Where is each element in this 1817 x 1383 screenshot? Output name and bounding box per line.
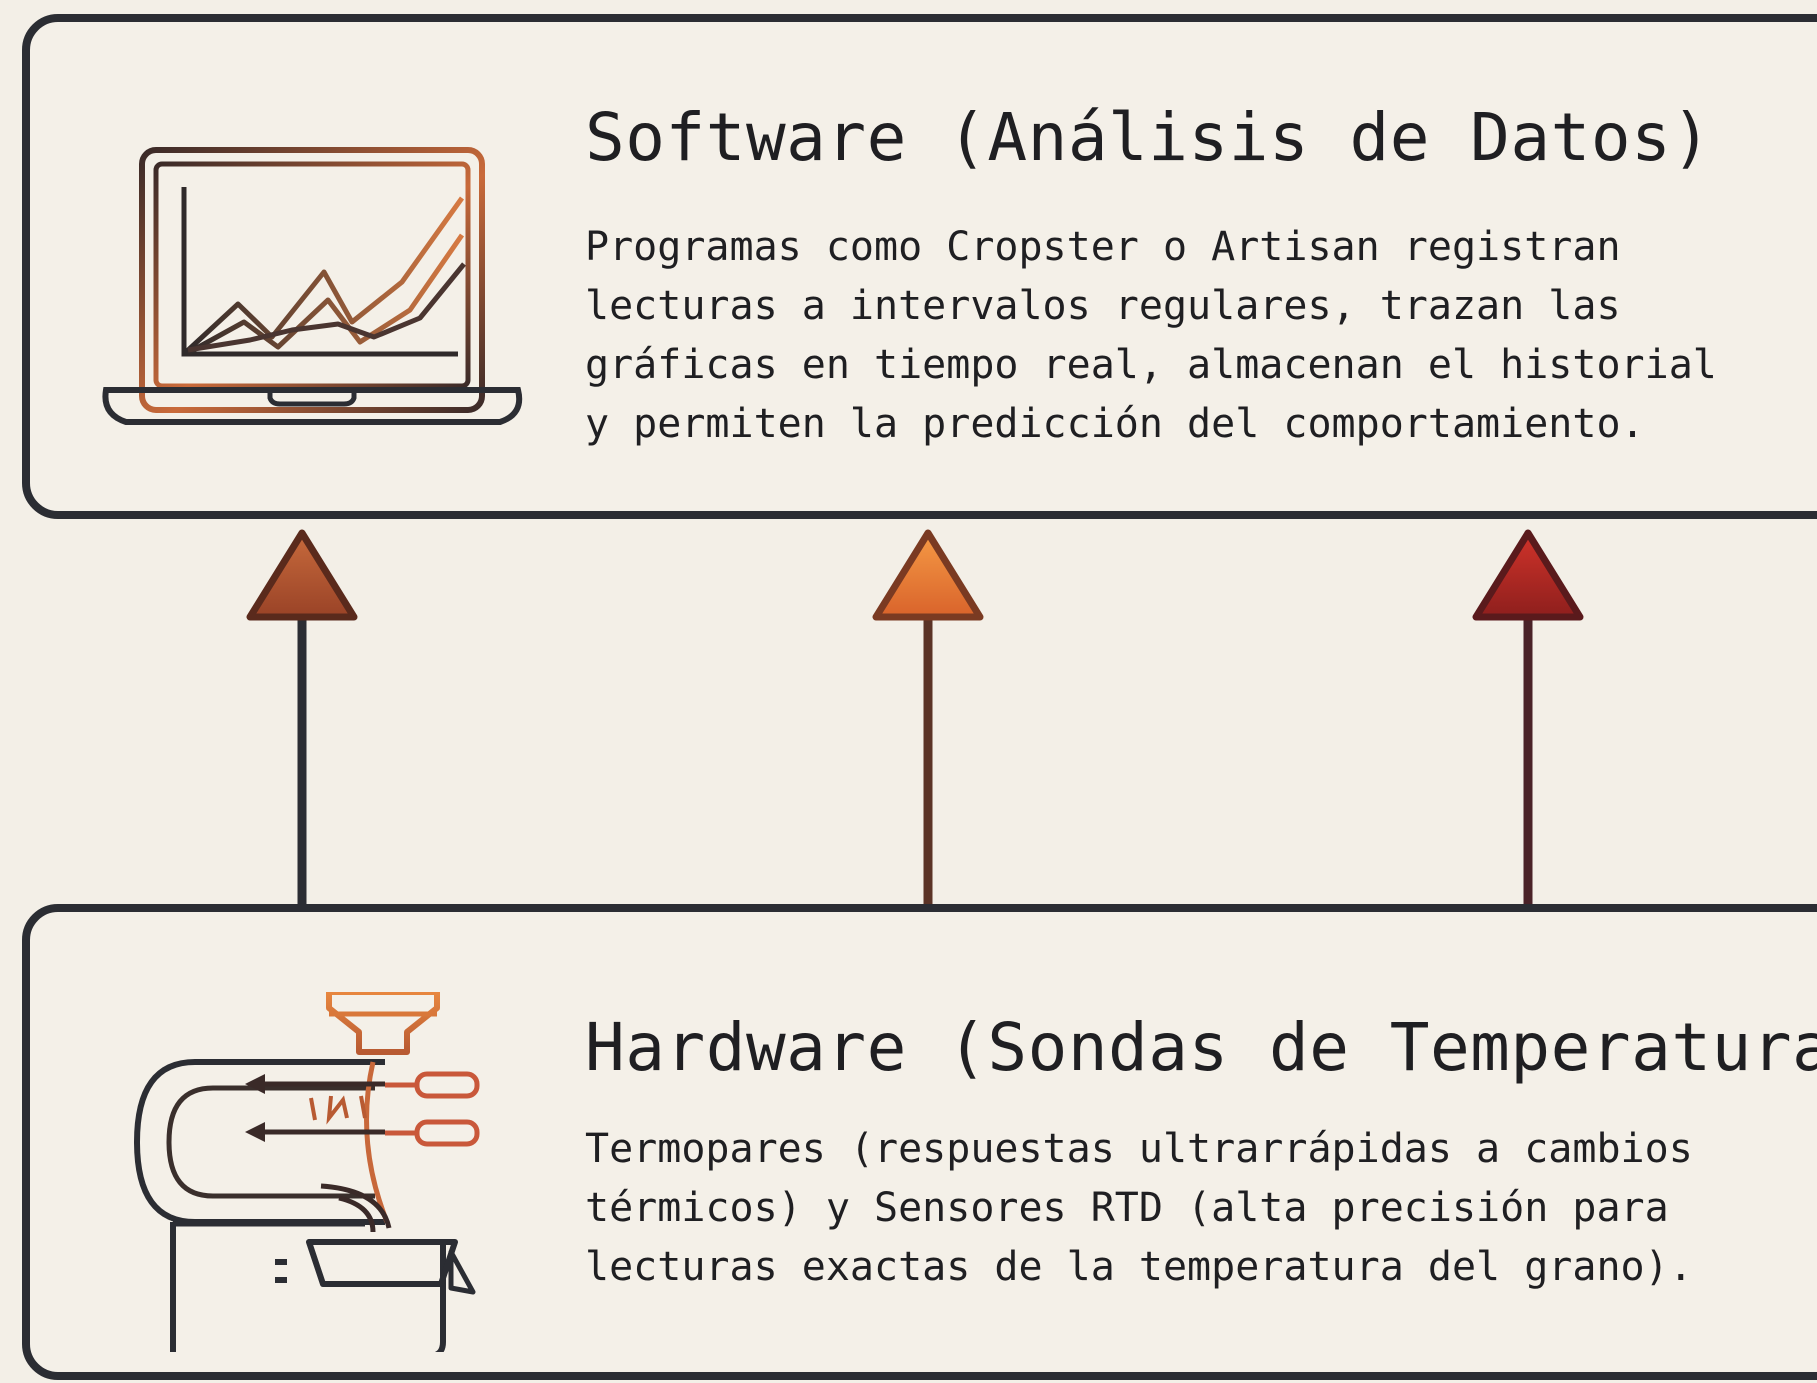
hardware-description: Termopares (respuestas ultrarrápidas a c… [585,1126,1693,1290]
software-title: Software (Análisis de Datos) [585,99,1712,176]
software-panel: Software (Análisis de Datos) Programas c… [22,14,1817,519]
laptop-chart-icon [102,147,523,425]
arrow-up-icon [1472,529,1584,905]
arrow-up-icon [246,529,358,905]
software-description: Programas como Cropster o Artisan regist… [585,224,1717,447]
arrow-up-icon [872,529,984,905]
hardware-title: Hardware (Sondas de Temperatura) [585,1009,1817,1086]
coffee-roaster-probe-icon [133,992,480,1352]
hardware-panel: Hardware (Sondas de Temperatura) Termopa… [22,904,1817,1380]
